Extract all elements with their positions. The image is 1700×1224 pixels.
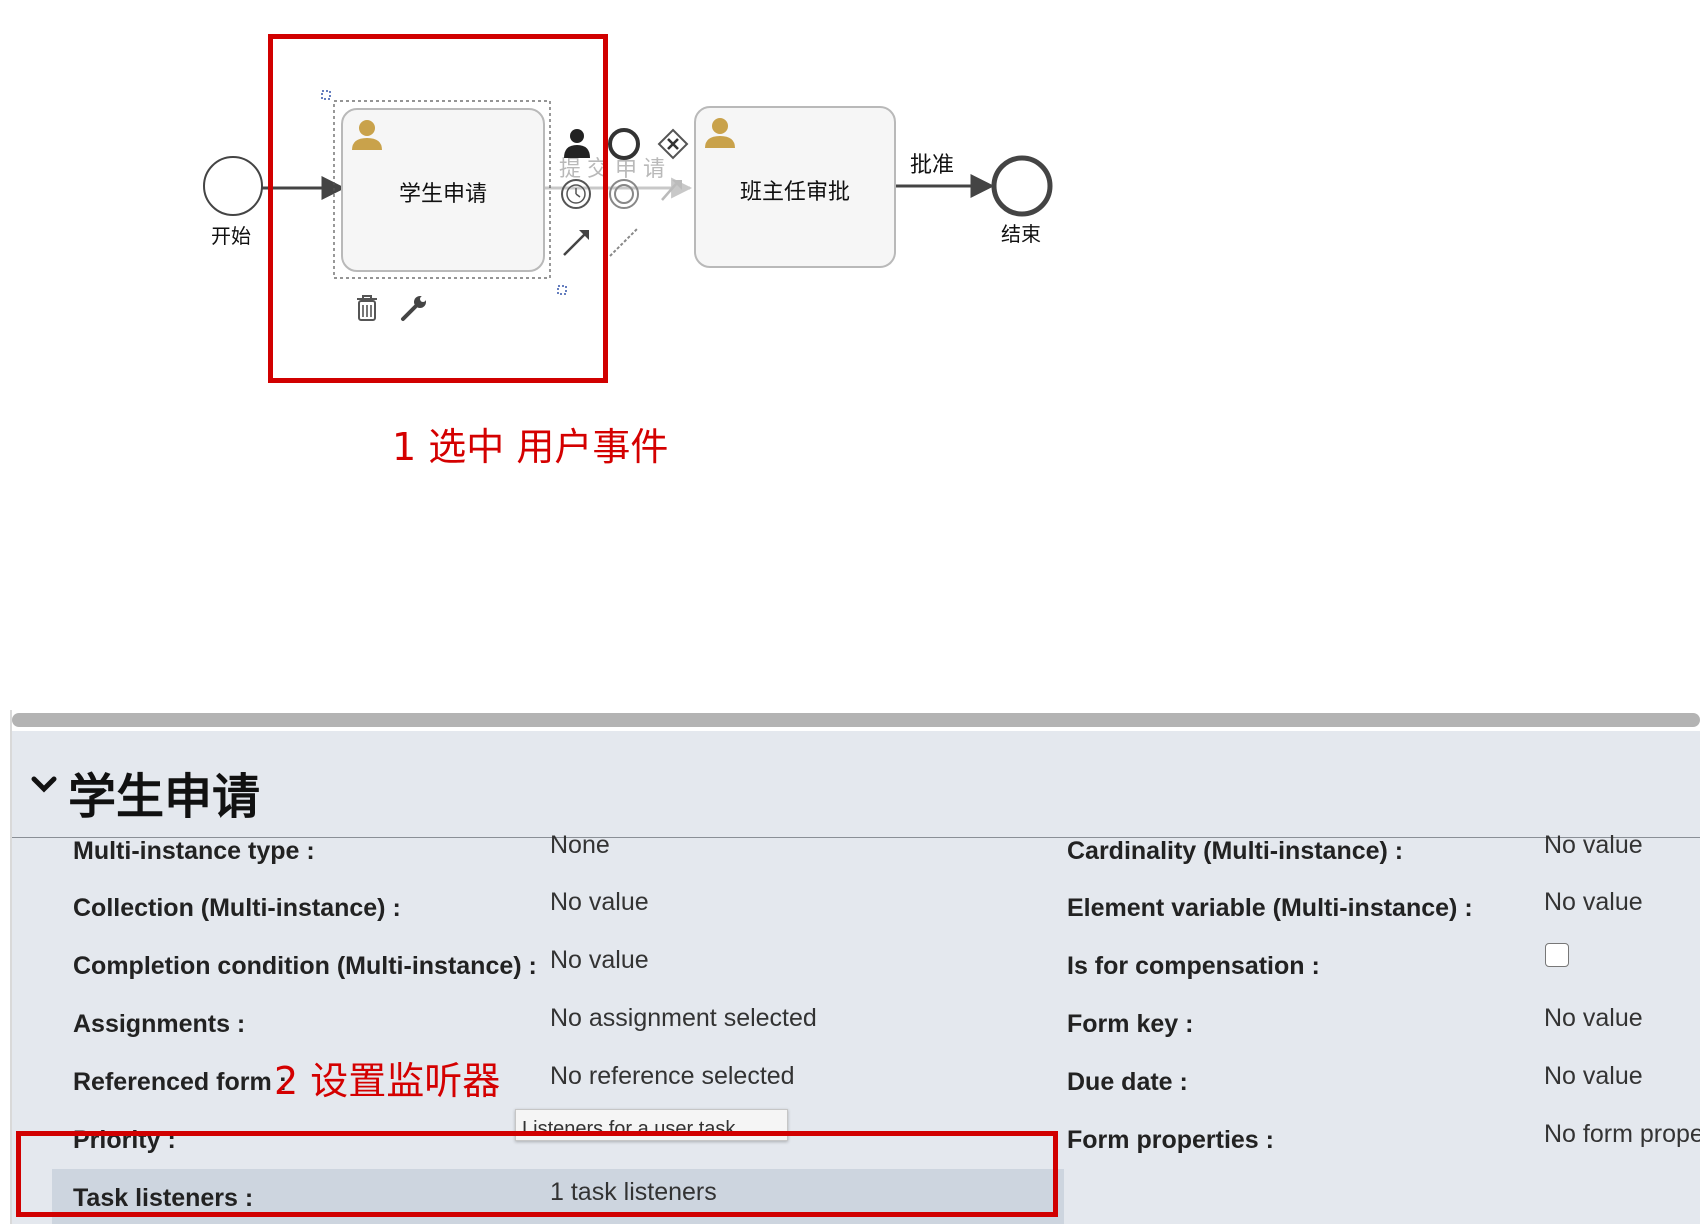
prop-label-priority: Priority :	[73, 1126, 176, 1154]
prop-value-referenced-form[interactable]: No reference selected	[550, 1062, 795, 1090]
prop-label-form-key: Form key :	[1067, 1010, 1194, 1038]
prop-label-referenced-form: Referenced form :	[73, 1068, 287, 1096]
prop-label-completion-condition: Completion condition (Multi-instance) :	[73, 952, 537, 980]
prop-label-assignments: Assignments :	[73, 1010, 246, 1038]
prop-value-form-properties[interactable]: No form properties selected	[1544, 1120, 1700, 1148]
prop-label-form-properties: Form properties :	[1067, 1126, 1274, 1154]
annotation-box-task-listeners	[16, 1131, 1058, 1217]
properties-header: 学生申请	[12, 731, 1700, 838]
prop-label-due-date: Due date :	[1067, 1068, 1188, 1096]
prop-label-is-for-compensation: Is for compensation :	[1067, 952, 1320, 980]
properties-title: 学生申请	[68, 769, 261, 825]
end-event[interactable]	[991, 155, 1053, 217]
user-icon	[705, 118, 735, 148]
annotation-box-select-task	[268, 34, 608, 383]
start-event[interactable]	[203, 156, 263, 216]
flow-label-approve[interactable]: 批准	[910, 153, 955, 178]
resize-handle-top-left[interactable]	[321, 90, 331, 100]
prop-label-collection: Collection (Multi-instance) :	[73, 894, 401, 922]
intermediate-event-palette-icon[interactable]	[558, 176, 594, 212]
boundary-event-palette-icon[interactable]	[606, 176, 642, 212]
prop-value-collection[interactable]: No value	[550, 888, 649, 916]
delete-icon[interactable]	[352, 293, 382, 323]
prop-value-due-date[interactable]: No value	[1544, 1062, 1643, 1090]
panel-splitter[interactable]	[12, 713, 1700, 727]
prop-value-element-variable[interactable]: No value	[1544, 888, 1643, 916]
diagram-svg	[203, 90, 1053, 295]
prop-value-multi-instance-type[interactable]: None	[550, 831, 610, 859]
prop-value-cardinality[interactable]: No value	[1544, 831, 1643, 859]
association-palette-icon[interactable]	[607, 225, 641, 259]
prop-value-completion-condition[interactable]: No value	[550, 946, 649, 974]
compensation-checkbox[interactable]	[1545, 943, 1569, 967]
end-event-label: 结束	[1001, 222, 1041, 246]
wrench-icon[interactable]	[398, 292, 430, 324]
user-task-student-apply[interactable]: 学生申请	[341, 108, 545, 272]
sequence-flow-palette-icon[interactable]	[560, 225, 594, 259]
morph-palette-icon[interactable]	[658, 176, 686, 204]
prop-label-element-variable: Element variable (Multi-instance) :	[1067, 894, 1473, 922]
prop-label-task-listeners: Task listeners :	[73, 1184, 254, 1212]
user-task-teacher-approve[interactable]: 班主任审批	[694, 106, 896, 268]
selection-outline	[333, 100, 551, 279]
user-task-palette-icon[interactable]	[562, 127, 592, 159]
resize-handle-bottom-right[interactable]	[557, 285, 567, 295]
chevron-down-icon[interactable]	[30, 773, 58, 795]
annotation-step2: 2 设置监听器	[274, 1059, 501, 1103]
annotation-step1: 1 选中 用户事件	[392, 425, 669, 469]
properties-panel: 学生申请 Multi-instance type : None Collecti…	[12, 731, 1700, 1224]
user-icon	[352, 120, 382, 150]
diagram-canvas[interactable]: 学生申请 班主任审批 开始 结束 批准 提交申请	[0, 0, 1700, 710]
task-title: 学生申请	[398, 182, 487, 207]
prop-value-task-listeners[interactable]: 1 task listeners	[550, 1178, 717, 1206]
start-event-label: 开始	[211, 224, 251, 248]
gateway-palette-icon[interactable]	[656, 127, 690, 161]
prop-label-cardinality: Cardinality (Multi-instance) :	[1067, 837, 1404, 865]
prop-value-assignments[interactable]: No assignment selected	[550, 1004, 817, 1032]
end-event-palette-icon[interactable]	[606, 126, 642, 162]
prop-value-form-key[interactable]: No value	[1544, 1004, 1643, 1032]
flow-label-submit[interactable]: 提交申请	[559, 157, 672, 182]
prop-label-multi-instance-type: Multi-instance type :	[73, 837, 315, 865]
task-title: 班主任审批	[739, 180, 850, 205]
